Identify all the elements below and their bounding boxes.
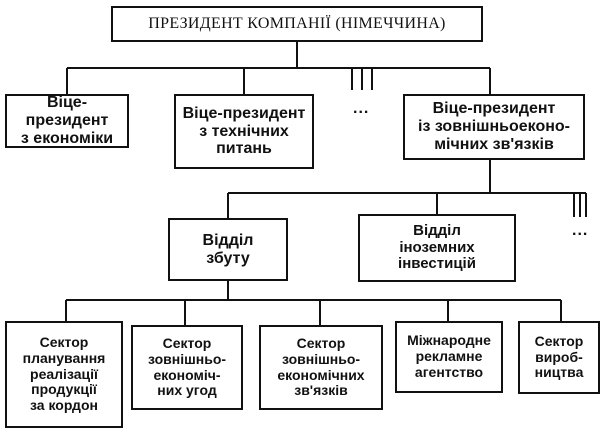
- vp-foreign-box: Віце-президент із зовнішньоеконо- мічних…: [403, 94, 585, 160]
- root-president-box: ПРЕЗИДЕНТ КОМПАНІЇ (НІМЕЧЧИНА): [111, 6, 483, 42]
- dept-investments-label: Відділ іноземних інвестицій: [398, 221, 476, 273]
- sector-production-box: Сектор вироб- ництва: [518, 321, 600, 394]
- vp-technical-box: Віце-президент з технічних питань: [174, 94, 314, 169]
- sector-production-label: Сектор вироб- ництва: [534, 332, 584, 381]
- vp-foreign-label: Віце-президент із зовнішньоеконо- мічних…: [418, 100, 570, 153]
- sector-foreign-relations-box: Сектор зовнішньо- економічних зв'язків: [259, 325, 383, 410]
- vp-technical-label: Віце-президент з технічних питань: [182, 104, 306, 158]
- ellipsis-level-1: ...: [353, 100, 370, 117]
- sector-foreign-deals-label: Сектор зовнішньо- економіч- них угод: [147, 335, 227, 399]
- vp-economics-label: Віце-президент з економіки: [20, 94, 114, 147]
- root-president-label: ПРЕЗИДЕНТ КОМПАНІЇ (НІМЕЧЧИНА): [148, 15, 446, 33]
- sector-export-planning-box: Сектор планування реалізації продукції з…: [5, 321, 123, 428]
- dept-sales-box: Відділ збуту: [168, 218, 288, 281]
- ellipsis-level-2: ...: [572, 222, 589, 239]
- sector-export-planning-label: Сектор планування реалізації продукції з…: [22, 334, 106, 413]
- international-ad-agency-box: Міжнародне рекламне агентство: [395, 321, 503, 393]
- sector-foreign-relations-label: Сектор зовнішньо- економічних зв'язків: [277, 335, 365, 399]
- international-ad-agency-label: Міжнародне рекламне агентство: [407, 332, 491, 380]
- sector-foreign-deals-box: Сектор зовнішньо- економіч- них угод: [131, 325, 243, 410]
- dept-investments-box: Відділ іноземних інвестицій: [358, 214, 516, 282]
- dept-sales-label: Відділ збуту: [202, 231, 254, 267]
- vp-economics-box: Віце-президент з економіки: [5, 94, 129, 148]
